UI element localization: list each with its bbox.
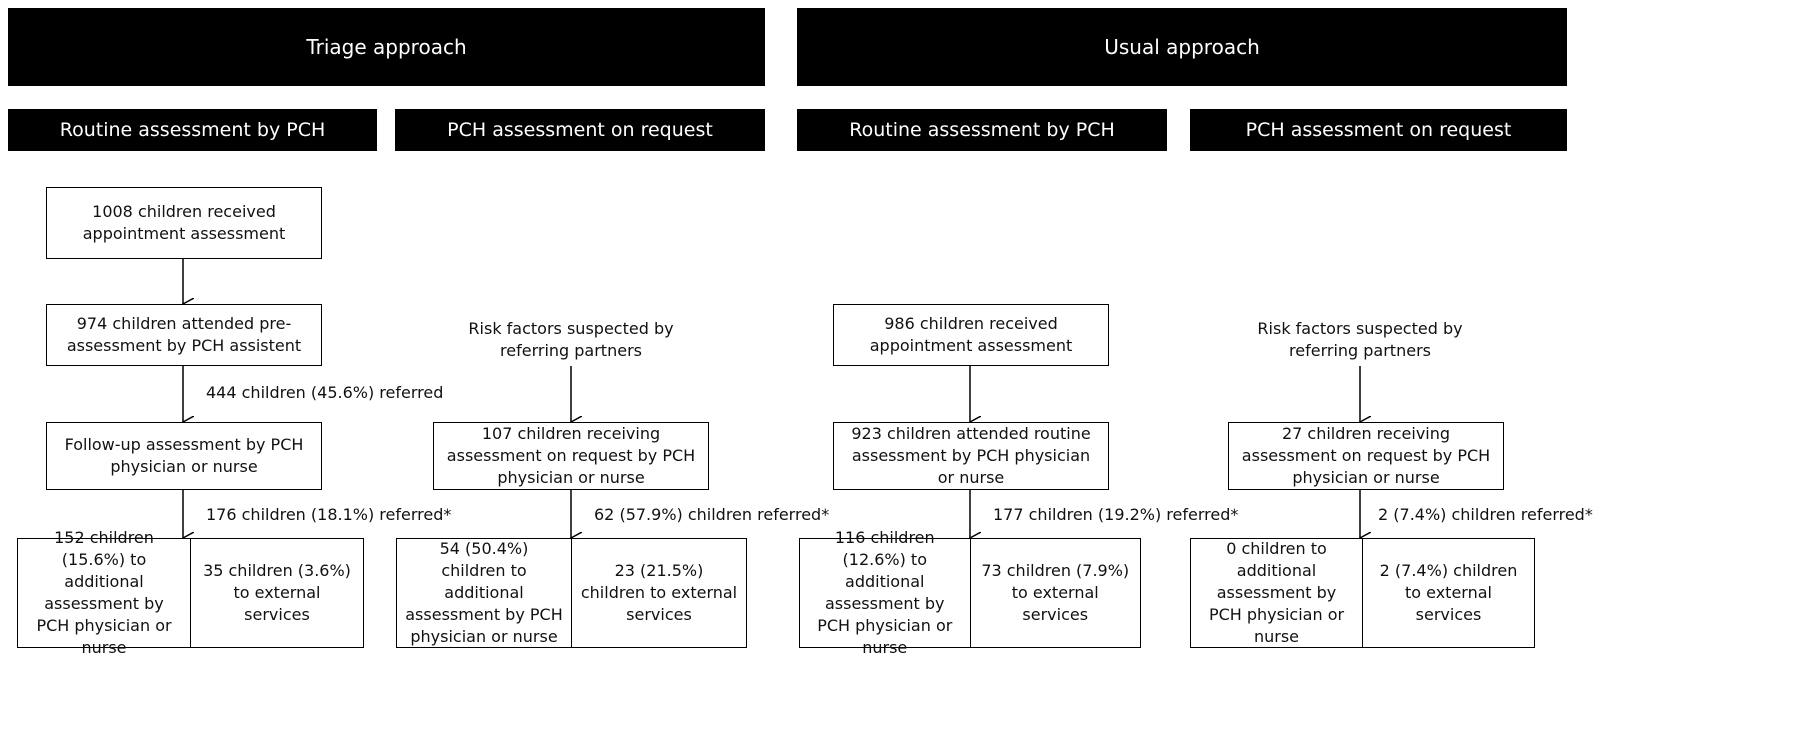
- subheader-triage-routine: Routine assessment by PCH: [8, 109, 377, 151]
- usual-request-outcome-box: 0 children to additional assessment by P…: [1190, 538, 1535, 648]
- triage-routine-referred-label-2: 176 children (18.1%) referred*: [206, 505, 452, 524]
- usual-routine-referred-label: 177 children (19.2%) referred*: [993, 505, 1239, 524]
- subheader-usual-request: PCH assessment on request: [1190, 109, 1567, 151]
- triage-routine-outcome-box: 152 children (15.6%) to additional asses…: [17, 528, 364, 657]
- usual-request-referred-label: 2 (7.4%) children referred*: [1378, 505, 1593, 524]
- usual-appointment-box: 986 children received appointment assess…: [833, 304, 1109, 366]
- triage-routine-referred-label-1: 444 children (45.6%) referred: [206, 383, 444, 402]
- usual-request-assessment-box: 27 children receiving assessment on requ…: [1228, 422, 1504, 490]
- subheader-usual-routine: Routine assessment by PCH: [797, 109, 1167, 151]
- triage-routine-outcome-external: 35 children (3.6%) to external services: [190, 539, 363, 647]
- usual-routine-outcome-internal: 116 children (12.6%) to additional asses…: [817, 528, 953, 657]
- usual-routine-outcome-box: 116 children (12.6%) to additional asses…: [799, 528, 1141, 657]
- triage-request-referred-label: 62 (57.9%) children referred*: [594, 505, 830, 524]
- triage-routine-outcome-internal: 152 children (15.6%) to additional asses…: [36, 528, 172, 657]
- triage-pre-assessment-box: 974 children attended pre-assessment by …: [46, 304, 322, 366]
- triage-appointment-box: 1008 children received appointment asses…: [46, 187, 322, 259]
- triage-risk-factors-text: Risk factors suspected by referring part…: [468, 319, 674, 360]
- triage-request-assessment-box: 107 children receiving assessment on req…: [433, 422, 709, 490]
- usual-routine-assessment-box: 923 children attended routine assessment…: [833, 422, 1109, 490]
- usual-risk-factors-text: Risk factors suspected by referring part…: [1257, 319, 1463, 360]
- triage-request-outcome-internal: 54 (50.4%) children to additional assess…: [405, 539, 563, 646]
- triage-request-outcome-external: 23 (21.5%) children to external services: [571, 539, 746, 647]
- subheader-triage-request: PCH assessment on request: [395, 109, 765, 151]
- usual-request-outcome-internal: 0 children to additional assessment by P…: [1208, 539, 1345, 646]
- triage-follow-up-box: Follow-up assessment by PCH physician or…: [46, 422, 322, 490]
- usual-request-outcome-external: 2 (7.4%) children to external services: [1362, 539, 1534, 647]
- usual-routine-outcome-external: 73 children (7.9%) to external services: [969, 539, 1141, 647]
- triage-request-outcome-box: 54 (50.4%) children to additional assess…: [396, 538, 747, 648]
- header-triage-approach: Triage approach: [8, 8, 765, 86]
- header-usual-approach: Usual approach: [797, 8, 1567, 86]
